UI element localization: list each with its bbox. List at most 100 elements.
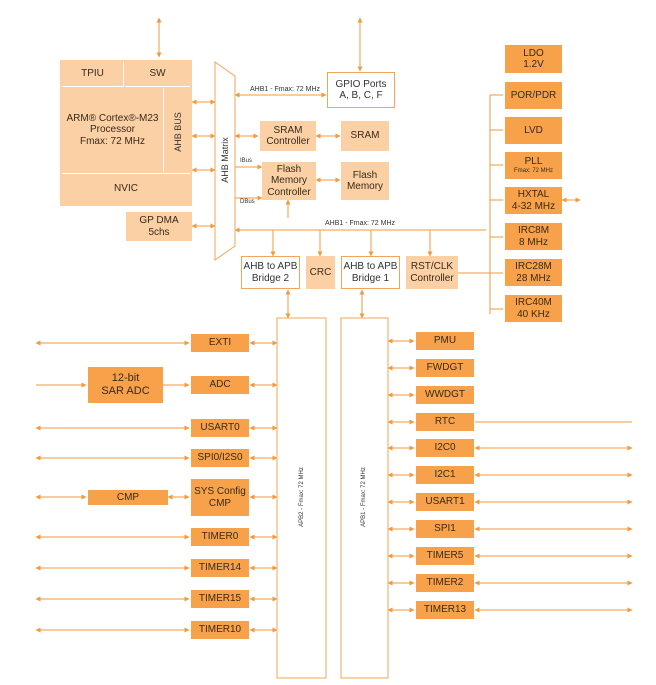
usart1-block: USART1	[416, 493, 474, 511]
gp-dma-block: GP DMA 5chs	[126, 212, 192, 241]
spi0-i2s0-block: SPI0/I2S0	[191, 449, 249, 467]
timer14-block: TIMER14	[191, 559, 249, 577]
timer15-label: TIMER15	[198, 593, 242, 605]
tpiu-label: TPIU	[81, 68, 104, 80]
sram-controller-block: SRAM Controller	[260, 121, 316, 151]
irc40m-block: IRC40M 40 KHz	[505, 295, 562, 322]
exti-block: EXTI	[191, 334, 249, 352]
sw-label: SW	[149, 68, 166, 80]
i2c0-block: I2C0	[416, 439, 474, 457]
timer15-block: TIMER15	[191, 590, 249, 608]
sram-controller-sub: Controller	[266, 136, 310, 147]
irc40m-label: IRC40M	[515, 297, 552, 308]
processor-block: ARM® Cortex®-M23 Processor Fmax: 72 MHz	[62, 88, 164, 172]
rstclk-line1: RST/CLK	[410, 261, 454, 272]
timer13-block: TIMER13	[416, 601, 474, 619]
ahb-matrix-shape	[214, 61, 236, 261]
fwdgt-label: FWDGT	[426, 362, 464, 374]
gp-dma-channels: 5chs	[148, 226, 170, 238]
por-pdr-label: POR/PDR	[510, 89, 557, 101]
timer10-block: TIMER10	[191, 621, 249, 639]
ahb-bus-label: AHB BUS	[173, 112, 183, 152]
rtc-block: RTC	[416, 413, 474, 431]
timer0-label: TIMER0	[201, 531, 239, 543]
bridge2-line2: Bridge 2	[251, 272, 290, 284]
bridge2-block: AHB to APB Bridge 2	[241, 256, 300, 289]
pll-fmax: Fmax: 72 MHz	[513, 167, 553, 174]
irc8m-freq: 8 MHz	[519, 236, 548, 248]
timer10-label: TIMER10	[198, 624, 242, 636]
ldo-block: LDO 1.2V	[505, 45, 562, 73]
timer0-block: TIMER0	[191, 528, 249, 546]
cmp-label: CMP	[116, 491, 140, 503]
gpio-ports: A, B, C, F	[339, 90, 383, 101]
sram-label: SRAM	[350, 130, 380, 142]
sys-config-block: SYS Config CMP	[191, 479, 249, 516]
hxtal-block: HXTAL 4-32 MHz	[505, 187, 562, 214]
flash-controller-line3: Controller	[267, 186, 311, 198]
flash-controller-block: Flash Memory Controller	[262, 162, 316, 200]
exti-label: EXTI	[208, 337, 232, 349]
spi1-block: SPI1	[416, 520, 474, 538]
sram-controller-label: SRAM	[273, 124, 303, 136]
crc-label: CRC	[309, 266, 332, 278]
sys-config-cmp: CMP	[208, 497, 232, 509]
adc-block: ADC	[191, 376, 249, 394]
apb1-bus	[340, 317, 389, 679]
bridge2-line1: AHB to APB	[243, 261, 298, 272]
crc-block: CRC	[306, 256, 335, 289]
spi1-label: SPI1	[434, 523, 456, 535]
ldo-label: LDO	[523, 47, 544, 59]
gpio-bus-label: AHB1 - Fmax: 72 MHz	[250, 86, 321, 93]
gp-dma-label: GP DMA	[139, 215, 179, 226]
bridge1-line2: Bridge 1	[351, 272, 390, 284]
dbus-label: DBus	[240, 199, 255, 205]
pmu-label: PMU	[433, 335, 457, 347]
gpio-block: GPIO Ports A, B, C, F	[327, 72, 395, 108]
rtc-label: RTC	[434, 416, 456, 428]
i2c1-block: I2C1	[416, 466, 474, 484]
flash-memory-block: Flash Memory	[341, 162, 389, 200]
lvd-label: LVD	[524, 124, 543, 136]
processor-fmax: Fmax: 72 MHz	[79, 135, 145, 147]
timer5-label: TIMER5	[426, 550, 464, 562]
irc8m-block: IRC8M 8 MHz	[505, 223, 562, 250]
usart0-block: USART0	[191, 419, 249, 437]
tpiu-block: TPIU	[62, 62, 124, 87]
sar-adc-label: SAR ADC	[101, 385, 150, 397]
adc-label: ADC	[209, 379, 231, 391]
sw-block: SW	[125, 62, 190, 87]
pll-label: PLL	[524, 156, 543, 168]
hxtal-label: HXTAL	[517, 189, 550, 200]
irc28m-block: IRC28M 28 MHz	[505, 259, 562, 286]
bridge1-block: AHB to APB Bridge 1	[341, 256, 400, 289]
i2c1-label: I2C1	[434, 469, 456, 481]
ibus-label: IBus	[240, 158, 253, 164]
spi0-i2s0-label: SPI0/I2S0	[197, 452, 243, 464]
wwdgt-label: WWDGT	[425, 389, 465, 401]
ahb1-bus-label: AHB1 - Fmax: 72 MHz	[325, 220, 396, 227]
timer14-label: TIMER14	[198, 562, 242, 574]
cmp-block: CMP	[88, 490, 168, 505]
lvd-block: LVD	[505, 117, 562, 144]
ahb-matrix-label: AHB Matrix	[220, 137, 230, 183]
timer5-block: TIMER5	[416, 547, 474, 565]
wwdgt-block: WWDGT	[416, 386, 474, 404]
irc28m-freq: 28 MHz	[516, 272, 551, 284]
irc40m-freq: 40 KHz	[517, 308, 550, 320]
rstclk-block: RST/CLK Controller	[406, 256, 458, 289]
flash-controller-line1: Flash	[276, 163, 302, 175]
sar-adc-block: 12-bit SAR ADC	[88, 367, 163, 403]
i2c0-label: I2C0	[434, 442, 456, 454]
apb2-bus-label: APB2 - Fmax: 72 MHz	[299, 467, 305, 527]
flash-controller-line2: Memory	[270, 175, 308, 187]
flash-memory-line1: Flash	[352, 169, 378, 181]
apb2-bus	[276, 317, 327, 679]
sram-block: SRAM	[341, 121, 389, 151]
sys-config-label: SYS Config	[194, 486, 246, 497]
timer13-label: TIMER13	[423, 604, 467, 616]
fwdgt-block: FWDGT	[416, 359, 474, 377]
usart0-label: USART0	[200, 422, 240, 434]
usart1-label: USART1	[425, 496, 465, 508]
